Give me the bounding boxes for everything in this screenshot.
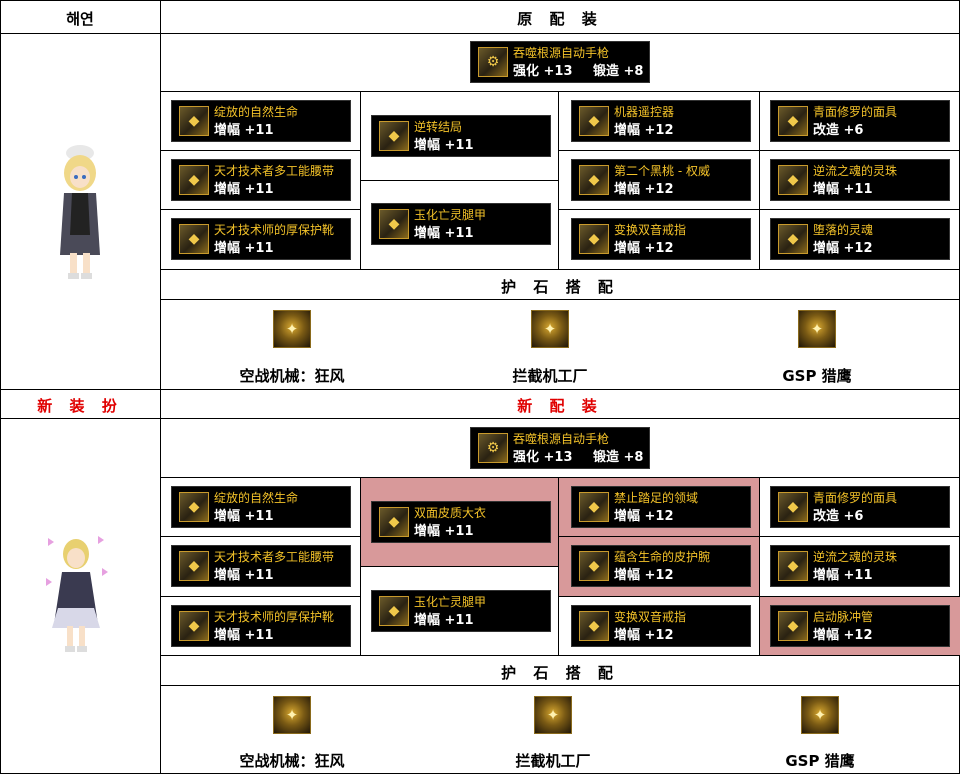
bracelet-icon: ◆ (579, 106, 609, 136)
divider (160, 685, 960, 686)
divider (360, 180, 558, 181)
armor-top-icon: ◆ (179, 492, 209, 522)
belt-icon: ◆ (179, 165, 209, 195)
divider (0, 389, 960, 390)
pulse-tube-icon: ◆ (778, 611, 808, 641)
stone-name: GSP 猎鹰 (782, 367, 852, 385)
equipment-item[interactable]: ◆ 逆流之魂的灵珠 增幅 +11 (770, 545, 950, 587)
equipment-item[interactable]: ◆ 启动脉冲管 增幅 +12 (770, 605, 950, 647)
divider (160, 596, 360, 597)
divider (160, 477, 960, 478)
equipment-item[interactable]: ◆ 青面修罗的面具 改造 +6 (770, 486, 950, 528)
shoulder-icon: ◆ (379, 121, 409, 151)
stone-name: 空战机械：狂风 (239, 752, 345, 770)
divider (160, 91, 960, 92)
ring-icon: ◆ (579, 611, 609, 641)
equipment-item[interactable]: ◆ 禁止踏足的领域 增幅 +12 (571, 486, 751, 528)
divider (160, 269, 960, 270)
ring-icon: ◆ (579, 224, 609, 254)
equipment-item[interactable]: ◆ 堕落的灵魂 增幅 +12 (770, 218, 950, 260)
character-portrait (60, 145, 100, 279)
equipment-item[interactable]: ◆ 玉化亡灵腿甲 增幅 +11 (371, 590, 551, 632)
factory-stone-icon: ✦ (531, 310, 569, 348)
equipment-item[interactable]: ◆ 天才技术师的厚保护靴 增幅 +11 (171, 605, 351, 647)
orb-icon: ◆ (778, 551, 808, 581)
main-header: 新 配 装 (517, 397, 603, 415)
equipment-item[interactable]: ◆ 机器遥控器 增幅 +12 (571, 100, 751, 142)
divider (558, 91, 559, 269)
equipment-item[interactable]: ◆ 逆转结局 增幅 +11 (371, 115, 551, 157)
orb-icon: ◆ (778, 165, 808, 195)
divider (360, 91, 361, 269)
equipment-item[interactable]: ◆ 变换双音戒指 增幅 +12 (571, 605, 751, 647)
pants-icon: ◆ (379, 596, 409, 626)
character-portrait (46, 536, 108, 652)
weapon-item[interactable]: ⚙ 吞噬根源自动手枪 强化 +13 锻造 +8 (470, 427, 650, 469)
divider (160, 209, 360, 210)
weapon-item[interactable]: ⚙ 吞噬根源自动手枪 强化 +13 锻造 +8 (470, 41, 650, 83)
wristguard-icon: ◆ (579, 551, 609, 581)
equipment-item[interactable]: ◆ 绽放的自然生命 增幅 +11 (171, 486, 351, 528)
divider (0, 33, 960, 34)
belt-icon: ◆ (179, 551, 209, 581)
main-header: 原 配 装 (517, 10, 603, 28)
left-header: 新 装 扮 (37, 397, 123, 415)
mech-stone-icon: ✦ (273, 696, 311, 734)
boots-icon: ◆ (179, 611, 209, 641)
equipment-item[interactable]: ◆ 逆流之魂的灵珠 增幅 +11 (770, 159, 950, 201)
divider (360, 566, 558, 567)
stone-header: 护 石 搭 配 (501, 664, 619, 682)
armor-top-icon: ◆ (179, 106, 209, 136)
coat-icon: ◆ (379, 507, 409, 537)
divider (759, 477, 760, 655)
equipment-item[interactable]: ◆ 天才技术者多工能腰带 增幅 +11 (171, 545, 351, 587)
divider (0, 418, 960, 419)
pistol-icon: ⚙ (478, 47, 508, 77)
divider (360, 477, 361, 655)
equipment-item[interactable]: ◆ 第二个黑桃 - 权威 增幅 +12 (571, 159, 751, 201)
stone-header: 护 石 搭 配 (501, 278, 619, 296)
pants-icon: ◆ (379, 209, 409, 239)
divider (160, 0, 161, 774)
stone-name: 拦截机工厂 (515, 752, 591, 770)
stone-name: 空战机械：狂风 (239, 367, 345, 385)
equipment-item[interactable]: ◆ 绽放的自然生命 增幅 +11 (171, 100, 351, 142)
equipment-item[interactable]: ◆ 双面皮质大衣 增幅 +11 (371, 501, 551, 543)
gsp-stone-icon: ✦ (801, 696, 839, 734)
mech-stone-icon: ✦ (273, 310, 311, 348)
equipment-item[interactable]: ◆ 蕴含生命的皮护腕 增幅 +12 (571, 545, 751, 587)
mask-icon: ◆ (778, 492, 808, 522)
stone-name: 拦截机工厂 (512, 367, 588, 385)
divider (160, 299, 960, 300)
left-header: 해연 (66, 10, 94, 28)
divider (558, 477, 559, 655)
soul-icon: ◆ (778, 224, 808, 254)
factory-stone-icon: ✦ (534, 696, 572, 734)
mask-icon: ◆ (778, 106, 808, 136)
divider (759, 91, 760, 269)
boots-icon: ◆ (179, 224, 209, 254)
pistol-icon: ⚙ (478, 433, 508, 463)
equipment-item[interactable]: ◆ 变换双音戒指 增幅 +12 (571, 218, 751, 260)
equipment-item[interactable]: ◆ 青面修罗的面具 改造 +6 (770, 100, 950, 142)
stone-name: GSP 猎鹰 (785, 752, 855, 770)
necklace-icon: ◆ (579, 165, 609, 195)
equipment-item[interactable]: ◆ 玉化亡灵腿甲 增幅 +11 (371, 203, 551, 245)
divider (160, 150, 360, 151)
equipment-item[interactable]: ◆ 天才技术师的厚保护靴 增幅 +11 (171, 218, 351, 260)
equipment-item[interactable]: ◆ 天才技术者多工能腰带 增幅 +11 (171, 159, 351, 201)
bracelet-icon: ◆ (579, 492, 609, 522)
divider (160, 655, 960, 656)
gsp-stone-icon: ✦ (798, 310, 836, 348)
divider (160, 536, 360, 537)
